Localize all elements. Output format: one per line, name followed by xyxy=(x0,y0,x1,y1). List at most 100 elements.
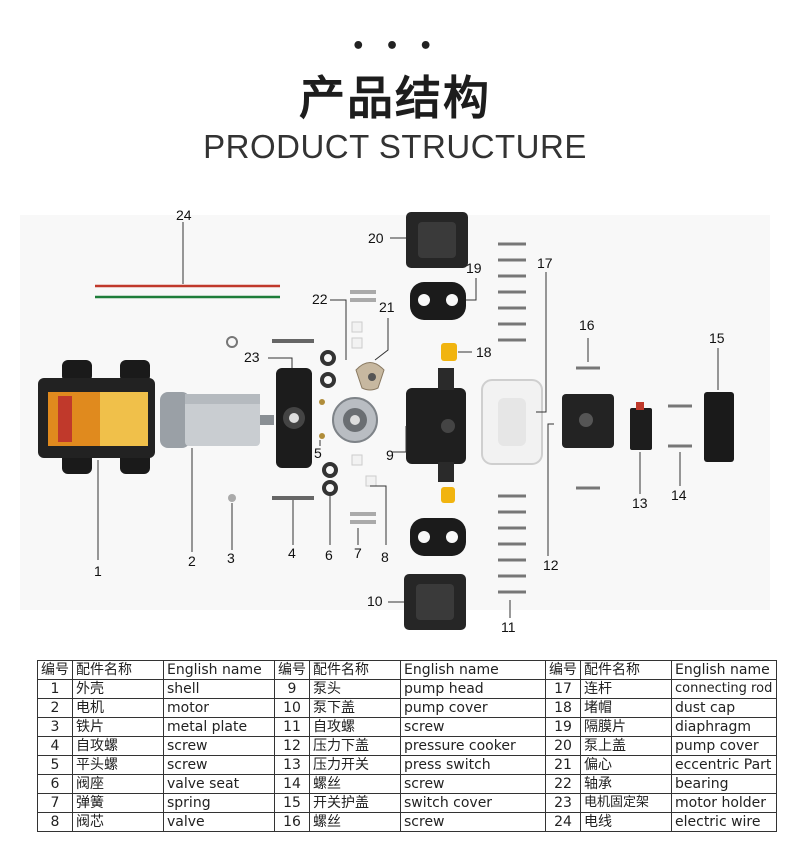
pump-top-cover-part xyxy=(390,212,468,268)
cell-number: 2 xyxy=(37,698,73,718)
cell-number: 4 xyxy=(37,736,73,756)
cell-english-name: pressure cooker xyxy=(400,736,546,756)
callout-11: 11 xyxy=(501,619,516,635)
cell-part-name: 堵帽 xyxy=(580,698,672,718)
pump-bottom-cover-part xyxy=(388,574,466,630)
shell-part xyxy=(38,360,155,560)
callout-19: 19 xyxy=(466,260,482,276)
cell-part-name: 外壳 xyxy=(72,679,164,699)
cell-english-name: shell xyxy=(163,679,275,699)
column-header-number: 编号 xyxy=(37,660,73,680)
cell-english-name: metal plate xyxy=(163,717,275,737)
decorative-dots: • • • xyxy=(351,34,439,59)
callout-20: 20 xyxy=(368,230,384,246)
exploded-diagram: 1 2 3 4 5 6 7 8 9 10 11 12 13 14 15 16 1… xyxy=(20,207,770,635)
cell-part-name: 自攻螺 xyxy=(72,736,164,756)
cell-part-name: 铁片 xyxy=(72,717,164,737)
callout-23: 23 xyxy=(244,349,260,365)
callout-8: 8 xyxy=(381,549,389,565)
cell-number: 23 xyxy=(545,793,581,813)
callout-16: 16 xyxy=(579,317,595,333)
valve-part xyxy=(351,321,387,545)
valve-seat-part xyxy=(320,350,338,545)
cell-part-name: 阀芯 xyxy=(72,812,164,832)
cell-number: 20 xyxy=(545,736,581,756)
callout-14: 14 xyxy=(671,487,687,503)
callout-6: 6 xyxy=(325,547,333,563)
cell-english-name: electric wire xyxy=(671,812,777,832)
column-header-number: 编号 xyxy=(545,660,581,680)
cell-part-name: 电线 xyxy=(580,812,672,832)
cell-part-name: 开关护盖 xyxy=(309,793,401,813)
cell-english-name: dust cap xyxy=(671,698,777,718)
callout-22: 22 xyxy=(312,291,328,307)
cell-english-name: connecting rod xyxy=(671,679,777,699)
cell-part-name: 自攻螺 xyxy=(309,717,401,737)
table-row: 3 铁片 metal plate 11 自攻螺 screw 19 隔膜片 dia… xyxy=(37,717,777,737)
cell-english-name: switch cover xyxy=(400,793,546,813)
table-row: 7 弹簧 spring 15 开关护盖 switch cover 23 电机固定… xyxy=(37,793,777,813)
cell-part-name: 隔膜片 xyxy=(580,717,672,737)
cell-number: 14 xyxy=(274,774,310,794)
callout-13: 13 xyxy=(632,495,648,511)
cell-part-name: 弹簧 xyxy=(72,793,164,813)
bearing-part xyxy=(330,299,378,443)
table-row: 4 自攻螺 screw 12 压力下盖 pressure cooker 20 泵… xyxy=(37,736,777,756)
cell-part-name: 轴承 xyxy=(580,774,672,794)
metal-plate-part xyxy=(226,336,238,550)
cell-english-name: screw xyxy=(163,736,275,756)
cell-english-name: motor holder xyxy=(671,793,777,813)
motor-holder-part xyxy=(268,357,312,468)
cell-part-name: 泵上盖 xyxy=(580,736,672,756)
cell-english-name: eccentric Part xyxy=(671,755,777,775)
callout-17: 17 xyxy=(537,255,553,271)
table-row: 8 阀芯 valve 16 螺丝 screw 24 电线 electric wi… xyxy=(37,812,777,832)
pressure-lower-cover-part xyxy=(547,394,614,556)
cell-part-name: 电机固定架 xyxy=(580,793,672,813)
callout-1: 1 xyxy=(94,563,102,579)
diaphragm-part xyxy=(410,278,477,556)
callout-7: 7 xyxy=(354,545,362,561)
cell-english-name: valve seat xyxy=(163,774,275,794)
cell-number: 13 xyxy=(274,755,310,775)
cell-number: 18 xyxy=(545,698,581,718)
callout-15: 15 xyxy=(709,330,725,346)
cell-part-name: 连杆 xyxy=(580,679,672,699)
callout-10: 10 xyxy=(367,593,383,609)
callout-9: 9 xyxy=(386,447,394,463)
callout-18: 18 xyxy=(476,344,492,360)
callout-5: 5 xyxy=(314,445,322,461)
screw-part-4 xyxy=(272,339,314,545)
column-header-number: 编号 xyxy=(274,660,310,680)
cell-number: 8 xyxy=(37,812,73,832)
cell-english-name: valve xyxy=(163,812,275,832)
cell-number: 3 xyxy=(37,717,73,737)
cell-part-name: 平头螺 xyxy=(72,755,164,775)
column-header-part-name: 配件名称 xyxy=(580,660,672,680)
cell-part-name: 电机 xyxy=(72,698,164,718)
cell-english-name: diaphragm xyxy=(671,717,777,737)
callout-12: 12 xyxy=(543,557,559,573)
cell-english-name: screw xyxy=(400,717,546,737)
pump-head-part xyxy=(392,368,466,482)
cell-number: 10 xyxy=(274,698,310,718)
cell-number: 17 xyxy=(545,679,581,699)
table-row: 2 电机 motor 10 泵下盖 pump cover 18 堵帽 dust … xyxy=(37,698,777,718)
column-header-part-name: 配件名称 xyxy=(72,660,164,680)
cell-english-name: screw xyxy=(400,774,546,794)
dust-cap-part xyxy=(441,343,472,503)
cell-part-name: 泵下盖 xyxy=(309,698,401,718)
motor-part xyxy=(160,392,274,552)
cell-english-name: spring xyxy=(163,793,275,813)
column-header-english-name: English name xyxy=(163,660,275,680)
cell-number: 15 xyxy=(274,793,310,813)
cell-number: 24 xyxy=(545,812,581,832)
spring-part xyxy=(350,290,376,545)
callout-4: 4 xyxy=(288,545,296,561)
cell-part-name: 螺丝 xyxy=(309,774,401,794)
cell-part-name: 压力开关 xyxy=(309,755,401,775)
table-header-row: 编号 配件名称 English name 编号 配件名称 English nam… xyxy=(37,660,777,680)
cell-english-name: pump head xyxy=(400,679,546,699)
switch-cover-part xyxy=(704,348,734,462)
cell-number: 22 xyxy=(545,774,581,794)
